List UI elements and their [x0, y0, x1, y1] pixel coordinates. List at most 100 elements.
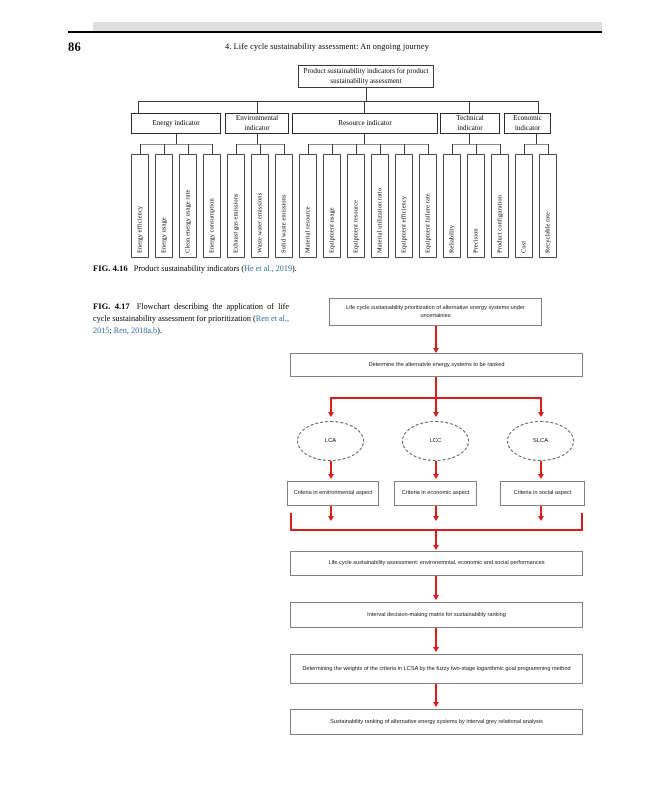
- category-technical-indicator: Technical indicator: [440, 113, 500, 134]
- group-bus-2: [308, 144, 428, 145]
- leaf-drop-9: [356, 144, 357, 154]
- flow-ellipse-lcc: LCC: [402, 421, 469, 461]
- root-stem: [366, 88, 367, 101]
- group-stem-0: [176, 134, 177, 144]
- flow-fanout-drop-slca: [540, 397, 543, 416]
- leaf-drop-14: [476, 144, 477, 154]
- leaf-box: Energy usage: [155, 154, 173, 258]
- arrow-head-icon: [432, 595, 439, 600]
- category-economic-indicator: Economic indicator: [504, 113, 551, 134]
- group-bus-4: [524, 144, 548, 145]
- leaf-drop-2: [188, 144, 189, 154]
- leaf-box: Product configuration: [491, 154, 509, 258]
- group-stem-4: [536, 134, 537, 144]
- leaf-box: Energy efficiency: [131, 154, 149, 258]
- figure-4-17-citation-1[interactable]: Ren et al., 2015: [93, 313, 289, 335]
- leaf-box: Waste water emissions: [251, 154, 269, 258]
- arrow-head-icon: [327, 516, 334, 521]
- figure-4-16-label: FIG. 4.16: [93, 263, 128, 273]
- flow-box-criteria-environmental: Criteria in environmental aspect: [287, 481, 379, 506]
- leaf-drop-5: [260, 144, 261, 154]
- flow-box-start: Life cycle sustainability prioritization…: [329, 298, 542, 326]
- cat-drop-4: [538, 101, 539, 113]
- group-stem-2: [364, 134, 365, 144]
- root-node: Product sustainability indicators for pr…: [298, 65, 434, 88]
- arrow-head-icon: [432, 647, 439, 652]
- leaf-box: Precision: [467, 154, 485, 258]
- group-stem-1: [257, 134, 258, 144]
- leaf-drop-10: [380, 144, 381, 154]
- figure-4-17-caption-sep: ;: [109, 325, 114, 335]
- arrow-head-icon: [327, 412, 334, 417]
- flow-merge-right-riser: [581, 513, 584, 531]
- page-header-rule: [68, 31, 602, 33]
- figure-4-16-caption-text: Product sustainability indicators (: [133, 264, 245, 273]
- leaf-box: Material resource: [299, 154, 317, 258]
- leaf-drop-17: [548, 144, 549, 154]
- leaf-box: Recyclable rate: [539, 154, 557, 258]
- group-stem-3: [469, 134, 470, 144]
- arrow-head-icon: [537, 412, 544, 417]
- flow-arrow-start-determine: [435, 326, 438, 352]
- flow-fanout-drop-lca: [330, 397, 333, 416]
- page-header-band: [93, 22, 602, 31]
- cat-drop-3: [469, 101, 470, 113]
- leaf-drop-6: [284, 144, 285, 154]
- flow-box-weights: Determining the weights of the criteria …: [290, 654, 583, 684]
- cat-drop-1: [257, 101, 258, 113]
- figure-4-16-citation[interactable]: He et al., 2019: [244, 264, 293, 273]
- arrow-head-icon: [537, 474, 544, 479]
- leaf-box: Equipment failure rate: [419, 154, 437, 258]
- leaf-box: Material utilization ratio: [371, 154, 389, 258]
- leaf-box: Reliability: [443, 154, 461, 258]
- figure-4-17-caption-tail: ).: [157, 325, 162, 335]
- category-environmental-indicator: Environmental indicator: [225, 113, 289, 134]
- arrow-head-icon: [327, 474, 334, 479]
- arrow-head-icon: [432, 412, 439, 417]
- leaf-drop-16: [524, 144, 525, 154]
- flow-box-criteria-economic: Criteria in economic aspect: [394, 481, 477, 506]
- leaf-drop-13: [452, 144, 453, 154]
- leaf-box: Equipment resource: [347, 154, 365, 258]
- flow-fanout-drop-lcc: [435, 397, 438, 416]
- figure-4-17-caption-text: Flowchart describing the application of …: [93, 302, 289, 323]
- arrow-head-icon: [432, 702, 439, 707]
- figure-4-16-caption: FIG. 4.16 Product sustainability indicat…: [93, 262, 513, 275]
- flow-ellipse-slca: SLCA: [507, 421, 574, 461]
- category-resource-indicator: Resource indicator: [292, 113, 438, 134]
- figure-4-17-citation-2[interactable]: Ren, 2018a,b: [113, 325, 158, 335]
- arrow-head-icon: [432, 348, 439, 353]
- figure-4-16: Product sustainability indicators for pr…: [0, 0, 648, 262]
- leaf-box: Solid waste emissions: [275, 154, 293, 258]
- category-bus: [138, 101, 538, 102]
- leaf-drop-8: [332, 144, 333, 154]
- category-energy-indicator: Energy indicator: [131, 113, 221, 134]
- running-head: 4. Life cycle sustainability assessment:…: [225, 42, 429, 51]
- leaf-box: Equipment efficiency: [395, 154, 413, 258]
- flow-box-ranking: Sustainability ranking of alternative en…: [290, 709, 583, 735]
- leaf-drop-0: [140, 144, 141, 154]
- leaf-box: Clean energy usage rate: [179, 154, 197, 258]
- flow-merge-drop-env: [330, 506, 333, 520]
- cat-drop-0: [138, 101, 139, 113]
- flow-merge-drop-soc: [540, 506, 543, 520]
- figure-4-16-caption-tail: ).: [292, 264, 297, 273]
- flow-arrow-lca-criteria: [330, 461, 333, 477]
- flow-merge-stem: [435, 529, 438, 548]
- flow-fanout-stem: [435, 377, 438, 397]
- leaf-drop-1: [164, 144, 165, 154]
- leaf-drop-4: [236, 144, 237, 154]
- leaf-drop-3: [212, 144, 213, 154]
- flow-merge-drop-eco: [435, 506, 438, 520]
- leaf-drop-15: [500, 144, 501, 154]
- page-number: 86: [68, 40, 81, 54]
- flow-box-lcsa: Life cycle sustainability assessment: en…: [290, 551, 583, 576]
- leaf-box: Equipment usage: [323, 154, 341, 258]
- leaf-box: Cost: [515, 154, 533, 258]
- flow-arrow-weights-ranking: [435, 684, 438, 706]
- leaf-box: Energy consumption: [203, 154, 221, 258]
- arrow-head-icon: [432, 545, 439, 550]
- flow-arrow-matrix-weights: [435, 628, 438, 651]
